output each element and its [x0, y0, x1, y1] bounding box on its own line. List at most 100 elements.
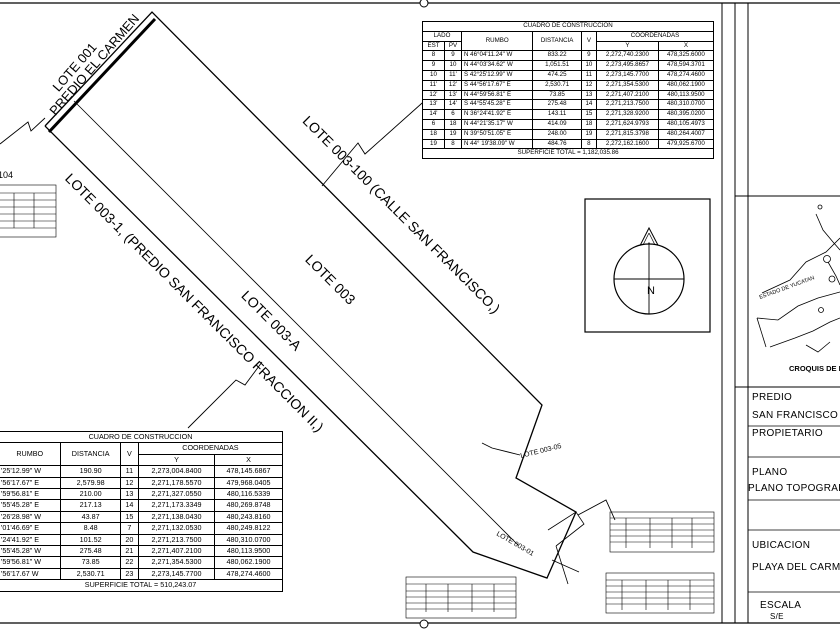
table-cell: 480,113.9500	[657, 89, 715, 101]
table-cell: 19	[580, 128, 598, 140]
table-top-head-pv: PV	[443, 40, 462, 52]
table-cell: 478,325.6000	[657, 50, 715, 62]
title-block-predio-label: PREDIO	[752, 392, 793, 403]
table-cell: 2,271,327.0550	[137, 488, 216, 501]
table-cell: '26'28.98" W	[0, 510, 62, 524]
table-cell: S 42°25'12.99" W	[460, 69, 534, 81]
table-bottom-head-v: V	[119, 442, 139, 467]
table-cell: 2,272,740.2300	[596, 50, 659, 62]
lote-003-boundary	[44, 11, 585, 585]
table-cell: 2,271,354.5300	[596, 79, 659, 91]
table-cell: 8.48	[60, 522, 121, 535]
table-cell: 11	[580, 69, 598, 81]
table-cell: 18	[580, 118, 598, 130]
table-cell: 479,925.6700	[657, 138, 715, 150]
table-cell: 478,274.4600	[214, 567, 283, 581]
table-cell: 275.48	[532, 99, 582, 111]
table-cell: 2,272,162.1600	[596, 138, 659, 150]
table-cell: 478,274.4600	[657, 69, 715, 81]
predio-el-carmen-label: PREDIO EL CARMEN	[46, 11, 142, 118]
table-cell: 9	[580, 50, 598, 62]
table-cell: 9	[422, 60, 445, 71]
title-block-frame	[721, 3, 840, 623]
table-cell: 2,271,407.2100	[137, 545, 216, 558]
title-block-plano-label: PLANO	[752, 467, 788, 478]
table-cell: 2,273,145.7700	[137, 567, 216, 581]
table-cell: 12	[119, 476, 139, 490]
table-top-head-x: X	[657, 40, 715, 52]
table-cell: 8	[580, 138, 598, 150]
construction-table-top: CUADRO DE CONSTRUCCION LADO RUMBO DISTAN…	[422, 21, 715, 160]
table-cell: N 46°04'11.24" W	[460, 50, 534, 62]
table-top-head-est: EST	[422, 40, 445, 52]
table-cell: 19	[422, 138, 445, 150]
table-cell: 2,271,213.7500	[596, 99, 659, 111]
table-cell: 11	[119, 465, 139, 478]
table-bottom-head-x: X	[214, 453, 283, 467]
frame-marker-bottom	[419, 619, 429, 629]
map-state-label: ESTADO DE YUCATAN	[759, 275, 816, 301]
title-block-propietario-label: PROPIETARIO	[752, 428, 823, 439]
table-cell: 478,594.3701	[657, 60, 715, 71]
table-cell: 9	[443, 50, 462, 62]
table-cell: '01'46.69" E	[0, 522, 62, 535]
construction-table-bottom: CUADRO DE CONSTRUCCION RUMBO DISTANCIA V…	[0, 430, 284, 592]
table-cell: 143.11	[532, 109, 582, 120]
table-cell: 480,249.8122	[214, 522, 283, 535]
table-cell: 2,579.98	[60, 476, 121, 490]
lote-003-05-label: LOTE 003-05	[520, 443, 563, 460]
title-block-escala-label: ESCALA	[760, 600, 802, 611]
table-cell: 15	[580, 109, 598, 120]
leader-lines	[0, 95, 616, 521]
table-cell: 480,269.8748	[214, 499, 283, 512]
table-cell: 2,271,132.0530	[137, 522, 216, 535]
table-cell: 210.00	[60, 488, 121, 501]
table-bottom-head-y: Y	[137, 453, 216, 467]
table-cell: 2,271,624.9793	[596, 118, 659, 130]
table-cell: 480,105.4973	[657, 118, 715, 130]
table-cell: 13	[119, 488, 139, 501]
ref-104-label: 104	[0, 170, 13, 180]
table-cell: 275.48	[60, 545, 121, 558]
table-cell: 13'	[422, 99, 445, 111]
table-cell: 11'	[422, 79, 445, 91]
table-cell: N 39°50'51.05" E	[460, 128, 534, 140]
lote-003-01-label: LOTE 003-01	[495, 531, 535, 558]
table-cell: 833.22	[532, 50, 582, 62]
table-cell: N 36°24'41.92" E	[460, 109, 534, 120]
table-cell: S 44°56'17.67" E	[460, 79, 534, 91]
table-cell: 2,271,173.3349	[137, 499, 216, 512]
table-top-head-coordenadas: COORDENADAS	[596, 30, 714, 42]
table-cell: 10	[422, 69, 445, 81]
table-cell: 20	[119, 533, 139, 547]
table-cell: '56'17.67" E	[0, 476, 62, 490]
title-block-ubicacion-value: PLAYA DEL CARME	[752, 562, 840, 573]
title-block-predio-value: SAN FRANCISCO	[752, 410, 839, 421]
table-cell: 73.85	[532, 89, 582, 101]
table-cell: 480,395.0200	[657, 109, 715, 120]
table-cell: '25'12.99" W	[0, 465, 62, 478]
table-bottom-head-distancia: DISTANCIA	[60, 442, 121, 467]
table-cell: '24'41.92" E	[0, 533, 62, 547]
table-cell: 2,271,328.9200	[596, 109, 659, 120]
table-cell: 480,264.4007	[657, 128, 715, 140]
table-cell: '55'45.28" W	[0, 545, 62, 558]
lote-003-label: LOTE 003	[302, 251, 359, 308]
table-cell: '56'17.67 W	[0, 567, 62, 581]
table-cell: N 44°59'56.81" E	[460, 89, 534, 101]
table-cell: 12'	[422, 89, 445, 101]
table-cell: 480,310.0700	[214, 533, 283, 547]
table-cell: 1,051.51	[532, 60, 582, 71]
table-cell: '55'45.28" E	[0, 499, 62, 512]
table-cell: 2,271,138.0430	[137, 510, 216, 524]
